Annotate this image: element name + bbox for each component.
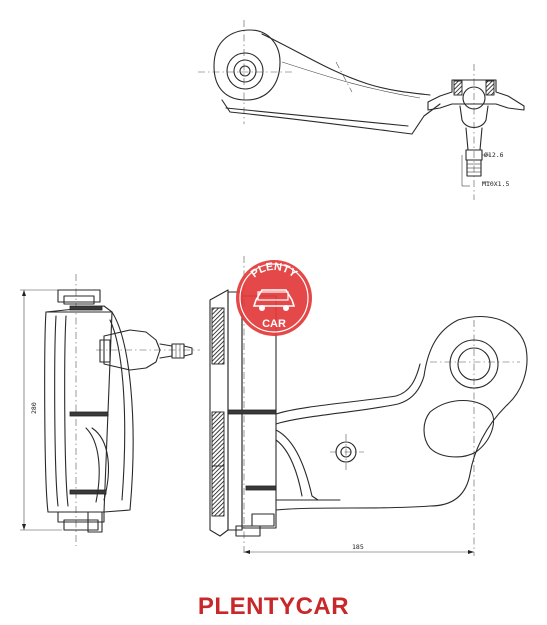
stamp-top-text: PLENTY [249, 261, 300, 281]
top-side-view [198, 20, 525, 200]
dimension-center-distance: 185 [352, 543, 364, 551]
plan-view [209, 256, 528, 556]
dimension-thread: M10X1.5 [482, 180, 509, 188]
dimension-ball-diameter: Ø12.6 [484, 151, 504, 159]
brand-name: PLENTYCAR [197, 593, 350, 620]
dimension-bushing-length: 280 [30, 402, 38, 414]
plentycar-stamp: PLENTY CAR [236, 260, 312, 336]
stamp-bottom-text: CAR [262, 318, 286, 330]
end-view [20, 274, 200, 546]
